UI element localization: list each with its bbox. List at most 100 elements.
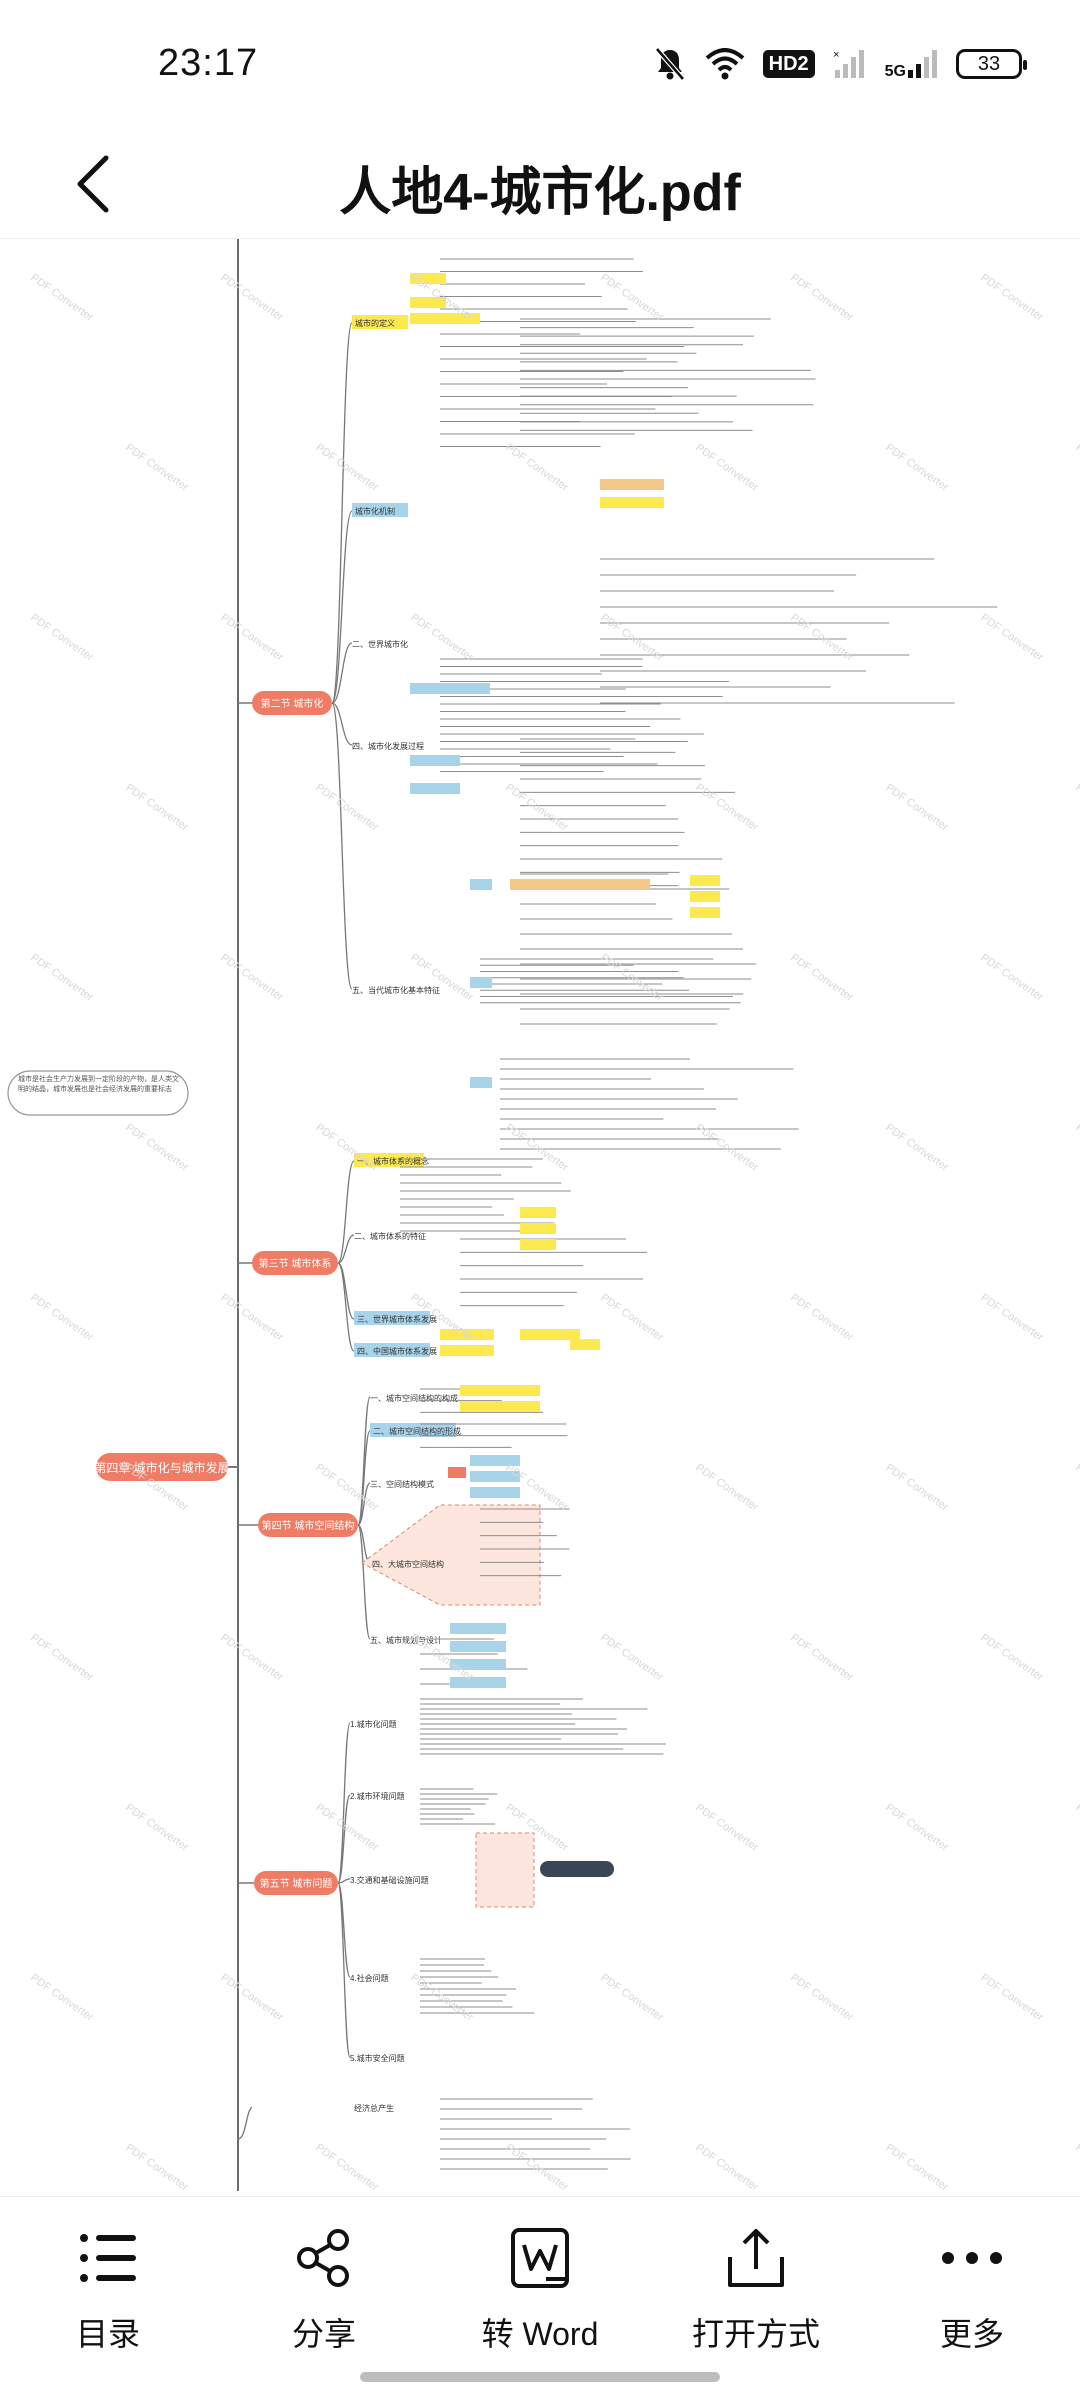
highlight-chip bbox=[450, 1677, 506, 1688]
watermark-text: PDF Converter bbox=[978, 1972, 1045, 2024]
word-convert-icon bbox=[511, 2228, 569, 2288]
highlight-chip bbox=[470, 879, 492, 890]
svg-text:第三节 城市体系: 第三节 城市体系 bbox=[259, 1257, 332, 1270]
svg-text:城市的定义: 城市的定义 bbox=[355, 318, 395, 328]
watermark-text: PDF Converter bbox=[788, 272, 855, 324]
toolbar-share-button[interactable]: 分享 bbox=[244, 2215, 404, 2355]
watermark-text: PDF Converter bbox=[788, 952, 855, 1004]
svg-text:第四节 城市空间结构: 第四节 城市空间结构 bbox=[262, 1519, 355, 1532]
watermark-text: PDF Converter bbox=[598, 272, 665, 324]
highlight-chip bbox=[600, 497, 664, 508]
home-indicator[interactable] bbox=[360, 2372, 720, 2382]
watermark-text: PDF Converter bbox=[1073, 1802, 1080, 1854]
watermark-text: PDF Converter bbox=[28, 952, 95, 1004]
highlight-chip bbox=[410, 683, 490, 694]
watermark-text: PDF Converter bbox=[218, 272, 285, 324]
watermark-text: PDF Converter bbox=[788, 612, 855, 664]
svg-text:三、世界城市体系发展: 三、世界城市体系发展 bbox=[357, 1314, 437, 1324]
watermark-text: PDF Converter bbox=[1073, 782, 1080, 834]
watermark-text: PDF Converter bbox=[883, 2142, 950, 2191]
watermark-text: PDF Converter bbox=[123, 1802, 190, 1854]
highlight-chip bbox=[410, 783, 460, 794]
svg-text:2.城市环境问题: 2.城市环境问题 bbox=[350, 1791, 405, 1801]
highlight-chip bbox=[448, 1467, 466, 1478]
network-type-label: 5G bbox=[884, 63, 906, 80]
watermark-text: PDF Converter bbox=[28, 272, 95, 324]
detail-text-lines bbox=[400, 258, 998, 2170]
watermark-text: PDF Converter bbox=[598, 1632, 665, 1684]
share-icon bbox=[297, 2229, 349, 2287]
highlight-chip bbox=[470, 1487, 520, 1498]
watermark-text: PDF Converter bbox=[313, 2142, 380, 2191]
svg-text:第二节 城市化: 第二节 城市化 bbox=[261, 697, 324, 710]
back-button[interactable] bbox=[52, 144, 132, 224]
watermark-text: PDF Converter bbox=[788, 1292, 855, 1344]
svg-text:二、城市体系的特征: 二、城市体系的特征 bbox=[354, 1231, 426, 1241]
svg-text:五、城市规划与设计: 五、城市规划与设计 bbox=[370, 1635, 442, 1645]
toolbar-to-word-button[interactable]: 转 Word bbox=[460, 2215, 620, 2355]
watermark-text: PDF Converter bbox=[978, 1292, 1045, 1344]
watermark-text: PDF Converter bbox=[978, 952, 1045, 1004]
watermark-text: PDF Converter bbox=[408, 612, 475, 664]
highlight-chip bbox=[470, 1455, 520, 1466]
watermark-text: PDF Converter bbox=[978, 612, 1045, 664]
watermark-text: PDF Converter bbox=[123, 2142, 190, 2191]
svg-text:一、城市空间结构的构成: 一、城市空间结构的构成 bbox=[370, 1393, 458, 1403]
battery-icon: 33 bbox=[956, 49, 1027, 79]
svg-text:3.交通和基础设施问题: 3.交通和基础设施问题 bbox=[350, 1875, 429, 1885]
svg-text:四、城市化发展过程: 四、城市化发展过程 bbox=[352, 741, 424, 751]
watermark-text: PDF Converter bbox=[1073, 1122, 1080, 1174]
section-node-2: 第二节 城市化 城市的定义 城市化机制 二、世界城市化 四、城市化发展过程 五、… bbox=[238, 315, 440, 995]
svg-text:第五节 城市问题: 第五节 城市问题 bbox=[260, 1877, 333, 1890]
watermark-text: PDF Converter bbox=[693, 782, 760, 834]
svg-text:三、空间结构模式: 三、空间结构模式 bbox=[370, 1479, 434, 1489]
toolbar-more-label: 更多 bbox=[939, 2316, 1004, 2352]
more-icon bbox=[942, 2252, 1002, 2264]
highlight-chip bbox=[450, 1641, 506, 1652]
svg-text:1.城市化问题: 1.城市化问题 bbox=[350, 1719, 397, 1729]
highlight-chip bbox=[690, 907, 720, 918]
battery-level: 33 bbox=[977, 52, 1001, 75]
toolbar-contents-button[interactable]: 目录 bbox=[28, 2215, 188, 2355]
highlight-chip bbox=[440, 1329, 494, 1340]
highlight-chip bbox=[570, 1339, 600, 1350]
watermark-text: PDF Converter bbox=[788, 1632, 855, 1684]
highlight-chip bbox=[410, 313, 480, 324]
back-arrow-icon bbox=[77, 155, 109, 213]
watermark-text: PDF Converter bbox=[123, 782, 190, 834]
highlight-chip bbox=[520, 1239, 556, 1250]
mind-map-page: 第四章 城市化与城市发展 城市是社会生产力发展到一定阶段的产物，是人类文明的结晶… bbox=[7, 239, 1080, 2191]
watermark-text: PDF Converter bbox=[313, 782, 380, 834]
toolbar-to-word-label: 转 Word bbox=[481, 2316, 599, 2352]
left-note: 城市是社会生产力发展到一定阶段的产物，是人类文明的结晶，城市发展也是社会经济发展… bbox=[7, 1070, 189, 1116]
watermark-text: PDF Converter bbox=[693, 2142, 760, 2191]
watermark-text: PDF Converter bbox=[218, 1972, 285, 2024]
highlight-chip bbox=[690, 891, 720, 902]
watermark-text: PDF Converter bbox=[313, 442, 380, 494]
root-node: 第四章 城市化与城市发展 bbox=[94, 1453, 230, 1481]
highlight-chip bbox=[470, 1077, 492, 1088]
svg-text:四、中国城市体系发展: 四、中国城市体系发展 bbox=[357, 1346, 437, 1356]
svg-text:4.社会问题: 4.社会问题 bbox=[350, 1973, 389, 1983]
highlight-chips bbox=[410, 273, 720, 1688]
watermark-text: PDF Converter bbox=[503, 782, 570, 834]
watermark-text: PDF Converter bbox=[598, 612, 665, 664]
root-node-label: 第四章 城市化与城市发展 bbox=[94, 1460, 229, 1475]
highlight-chip bbox=[410, 297, 446, 308]
wifi-icon bbox=[705, 48, 744, 80]
toolbar-more-button[interactable]: 更多 bbox=[892, 2215, 1052, 2355]
highlight-chip bbox=[520, 1223, 556, 1234]
watermark-text: PDF Converter bbox=[693, 1802, 760, 1854]
list-icon bbox=[80, 2234, 136, 2282]
watermark-text: PDF Converter bbox=[1073, 1462, 1080, 1514]
watermark-text: PDF Converter bbox=[218, 952, 285, 1004]
watermark-text: PDF Converter bbox=[123, 1122, 190, 1174]
pdf-page-view[interactable]: 第四章 城市化与城市发展 城市是社会生产力发展到一定阶段的产物，是人类文明的结晶… bbox=[0, 238, 1080, 2191]
toolbar-open-with-button[interactable]: 打开方式 bbox=[676, 2215, 836, 2355]
highlight-chip bbox=[520, 1329, 580, 1340]
watermark-text: PDF Converter bbox=[1073, 442, 1080, 494]
watermark-text: PDF Converter bbox=[693, 442, 760, 494]
status-icons: HD2 × 5G 33 bbox=[653, 44, 1027, 84]
svg-text:五、当代城市化基本特征: 五、当代城市化基本特征 bbox=[352, 985, 440, 995]
highlight-chip bbox=[440, 1345, 494, 1356]
